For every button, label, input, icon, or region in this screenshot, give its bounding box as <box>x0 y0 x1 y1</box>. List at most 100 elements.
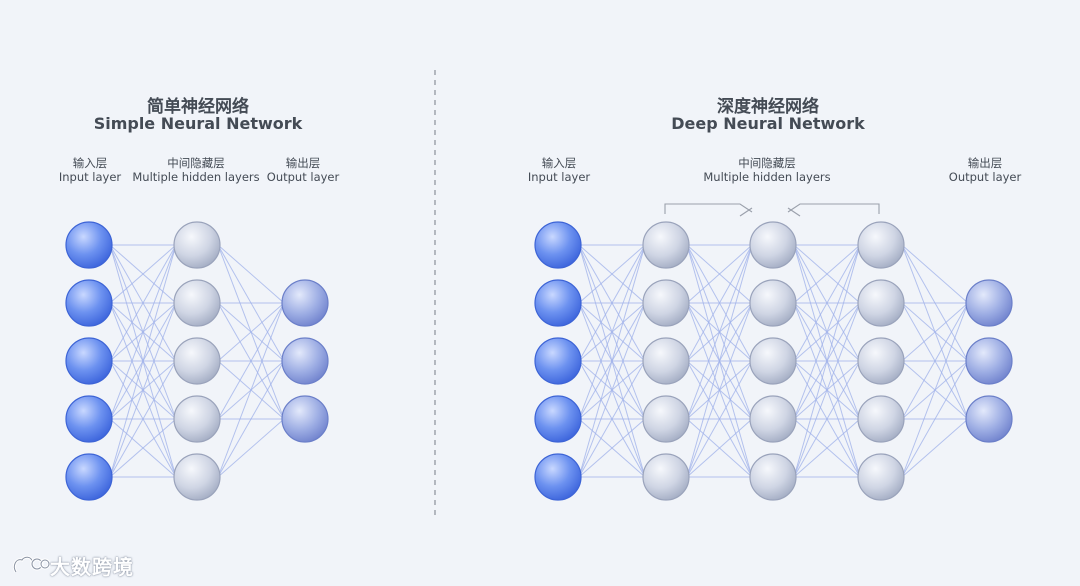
simple-hidden-label-zh: 中间隐藏层 <box>167 156 225 170</box>
simple-edge <box>109 244 177 362</box>
deep-output-label-en: Output layer <box>948 170 1022 184</box>
deep-hidden-node <box>749 279 797 327</box>
simple-output-label-zh: 输出层 <box>285 156 321 170</box>
deep-edge <box>901 302 969 420</box>
simple-edge <box>217 244 285 304</box>
deep-edge <box>686 244 753 304</box>
deep-edge <box>793 244 861 420</box>
deep-hidden-node <box>642 221 690 269</box>
deep-edge <box>686 244 753 420</box>
deep-hidden-node <box>749 221 797 269</box>
deep-edge <box>686 418 753 478</box>
simple-title-zh: 简单神经网络 <box>147 97 249 117</box>
deep-hidden-node <box>857 279 905 327</box>
deep-network-nodes <box>534 221 1013 501</box>
deep-hidden-node <box>857 221 905 269</box>
deep-hidden-node <box>642 453 690 501</box>
simple-input-node <box>65 221 113 269</box>
simple-hidden-node <box>173 453 221 501</box>
simple-hidden-node <box>173 279 221 327</box>
deep-edge <box>793 360 861 478</box>
deep-output-node <box>965 337 1013 385</box>
deep-edge <box>686 244 753 362</box>
deep-edge <box>793 244 861 304</box>
watermark: 大数跨境 <box>10 551 134 580</box>
deep-edge <box>793 302 861 478</box>
deep-hidden-node <box>642 395 690 443</box>
deep-hidden-node <box>642 337 690 385</box>
deep-input-node <box>534 337 582 385</box>
deep-edge <box>578 418 646 478</box>
simple-output-node <box>281 279 329 327</box>
watermark-text: 大数跨境 <box>50 555 134 579</box>
deep-output-node <box>965 279 1013 327</box>
deep-input-node <box>534 279 582 327</box>
deep-edge <box>578 244 646 478</box>
simple-edge <box>217 302 285 478</box>
simple-hidden-node <box>173 221 221 269</box>
deep-title-en: Deep Neural Network <box>671 114 865 133</box>
deep-network-edges <box>578 244 969 478</box>
simple-output-node <box>281 337 329 385</box>
deep-edge <box>901 244 969 304</box>
simple-network-nodes <box>65 221 329 501</box>
deep-input-node <box>534 221 582 269</box>
deep-edge <box>578 302 646 478</box>
deep-input-label-en: Input layer <box>527 170 591 184</box>
deep-hidden-label-en: Multiple hidden layers <box>703 170 831 184</box>
watermark-logo-icon <box>12 555 50 573</box>
simple-edge <box>109 302 177 478</box>
deep-edge <box>578 244 646 362</box>
simple-input-node <box>65 337 113 385</box>
deep-input-label-zh: 输入层 <box>541 156 577 170</box>
hidden-layers-bracket <box>664 203 880 217</box>
deep-edge <box>793 418 861 478</box>
simple-edge <box>109 244 177 478</box>
simple-edge <box>109 244 177 420</box>
simple-edge <box>109 360 177 478</box>
deep-output-label-zh: 输出层 <box>967 156 1003 170</box>
simple-output-label-en: Output layer <box>266 170 340 184</box>
simple-hidden-node <box>173 395 221 443</box>
simple-edge <box>109 244 177 304</box>
simple-edge <box>217 302 285 362</box>
deep-edge <box>901 302 969 362</box>
deep-output-node <box>965 395 1013 443</box>
deep-title-zh: 深度神经网络 <box>717 97 819 117</box>
simple-hidden-node <box>173 337 221 385</box>
simple-edge <box>217 418 285 478</box>
simple-edge <box>217 360 285 478</box>
simple-output-node <box>281 395 329 443</box>
simple-input-node <box>65 395 113 443</box>
deep-edge <box>793 244 861 362</box>
simple-hidden-label-en: Multiple hidden layers <box>132 170 260 184</box>
simple-input-node <box>65 453 113 501</box>
deep-hidden-node <box>749 453 797 501</box>
simple-title-en: Simple Neural Network <box>93 114 303 133</box>
simple-input-label-zh: 输入层 <box>72 156 108 170</box>
deep-edge <box>901 302 969 478</box>
deep-edge <box>578 244 646 420</box>
deep-hidden-node <box>857 337 905 385</box>
deep-hidden-node <box>642 279 690 327</box>
deep-hidden-node <box>749 337 797 385</box>
deep-hidden-node <box>749 395 797 443</box>
deep-edge <box>578 244 646 304</box>
deep-hidden-label-zh: 中间隐藏层 <box>738 156 796 170</box>
deep-edge <box>578 360 646 478</box>
deep-edge <box>793 244 861 478</box>
deep-edge <box>686 360 753 478</box>
deep-edge <box>686 302 753 478</box>
deep-edge <box>901 418 969 478</box>
simple-edge <box>109 418 177 478</box>
simple-input-node <box>65 279 113 327</box>
deep-input-node <box>534 395 582 443</box>
simple-input-label-en: Input layer <box>58 170 122 184</box>
simple-network-edges <box>109 244 285 478</box>
deep-hidden-node <box>857 395 905 443</box>
simple-edge <box>217 302 285 420</box>
deep-hidden-node <box>857 453 905 501</box>
deep-input-node <box>534 453 582 501</box>
deep-edge <box>686 244 753 478</box>
